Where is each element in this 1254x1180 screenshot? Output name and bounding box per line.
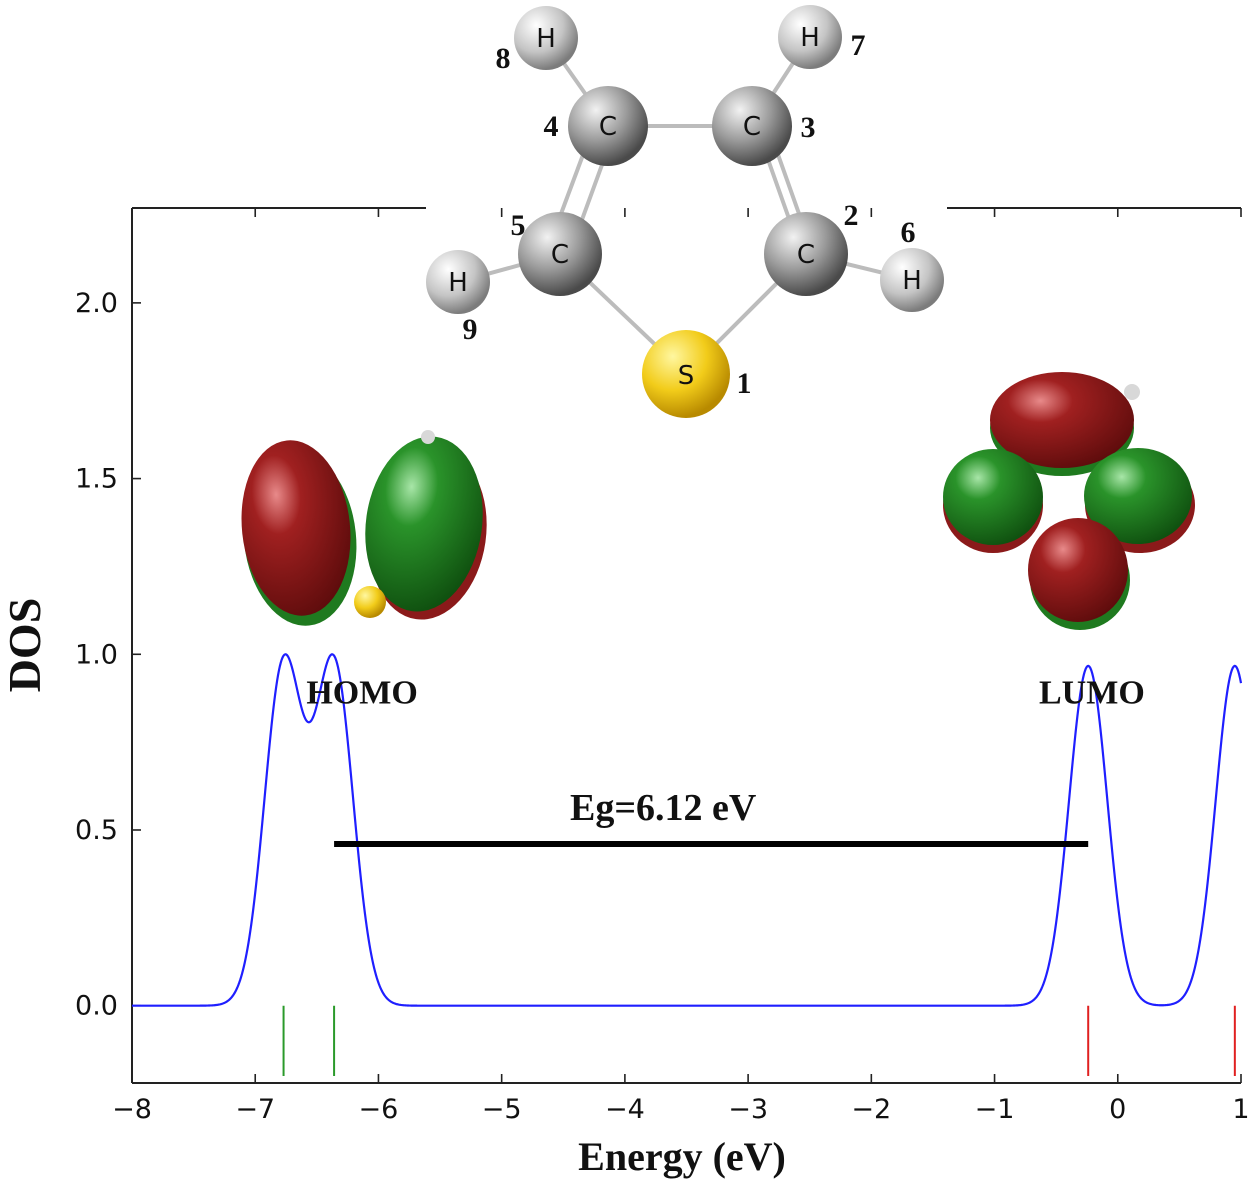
x-tick-label: −5 [482,1094,522,1125]
y-tick-label: 1.5 [75,464,118,495]
x-tick-label: 1 [1232,1094,1249,1125]
band-gap-label: Eg=6.12 eV [570,787,757,829]
atom-C2: C 2 [764,199,859,296]
svg-text:4: 4 [544,110,559,143]
x-ticks: −8 −7 −6 −5 −4 −3 −2 −1 0 1 [112,208,1250,1125]
svg-text:C: C [743,112,761,142]
x-tick-label: −4 [605,1094,645,1125]
x-axis-label: Energy (eV) [578,1134,786,1179]
atom-C4: C 4 [544,86,648,166]
y-tick-label: 0.0 [75,991,118,1022]
x-tick-label: −3 [728,1094,768,1125]
x-tick-label: −1 [975,1094,1015,1125]
svg-text:S: S [678,361,695,391]
energy-level-markers [282,1005,1236,1076]
svg-text:2: 2 [844,199,859,232]
svg-text:7: 7 [851,29,866,62]
svg-text:5: 5 [511,209,526,242]
homo-label: HOMO [306,674,417,711]
atom-S1: S 1 [642,330,752,418]
svg-text:9: 9 [463,313,478,346]
axes [131,207,1241,1084]
x-tick-label: 0 [1109,1094,1126,1125]
y-tick-label: 1.0 [75,639,118,670]
atom-H7: H 7 [778,5,866,69]
svg-text:H: H [448,268,468,298]
atom-H9: H 9 [426,250,490,346]
y-tick-label: 0.5 [75,815,118,846]
svg-text:1: 1 [737,367,752,400]
svg-text:H: H [536,24,556,54]
svg-text:H: H [902,266,922,296]
lumo-orbital-image [943,372,1195,630]
x-tick-label: −2 [851,1094,891,1125]
svg-text:H: H [800,23,820,53]
svg-text:C: C [599,112,617,142]
dos-curve [132,653,1243,1007]
atom-H6: H 6 [880,216,944,312]
svg-text:8: 8 [496,42,511,75]
x-tick-label: −8 [112,1094,152,1125]
atom-C5: C 5 [511,209,602,296]
thiophene-molecule: H 8 H 7 H 9 H 6 C 4 C 3 C [426,5,944,418]
lumo-label: LUMO [1039,674,1145,711]
atom-C3: C 3 [712,86,816,166]
svg-text:C: C [551,240,569,270]
svg-text:6: 6 [901,216,916,249]
svg-text:3: 3 [801,111,816,144]
x-tick-label: −7 [235,1094,275,1125]
y-axis-label: DOS [0,598,50,693]
y-tick-label: 2.0 [75,288,118,319]
svg-text:C: C [797,240,815,270]
atom-H8: H 8 [496,6,578,75]
x-tick-label: −6 [359,1094,399,1125]
homo-orbital-image [241,430,487,626]
y-ticks: 0.0 0.5 1.0 1.5 2.0 [75,288,141,1022]
